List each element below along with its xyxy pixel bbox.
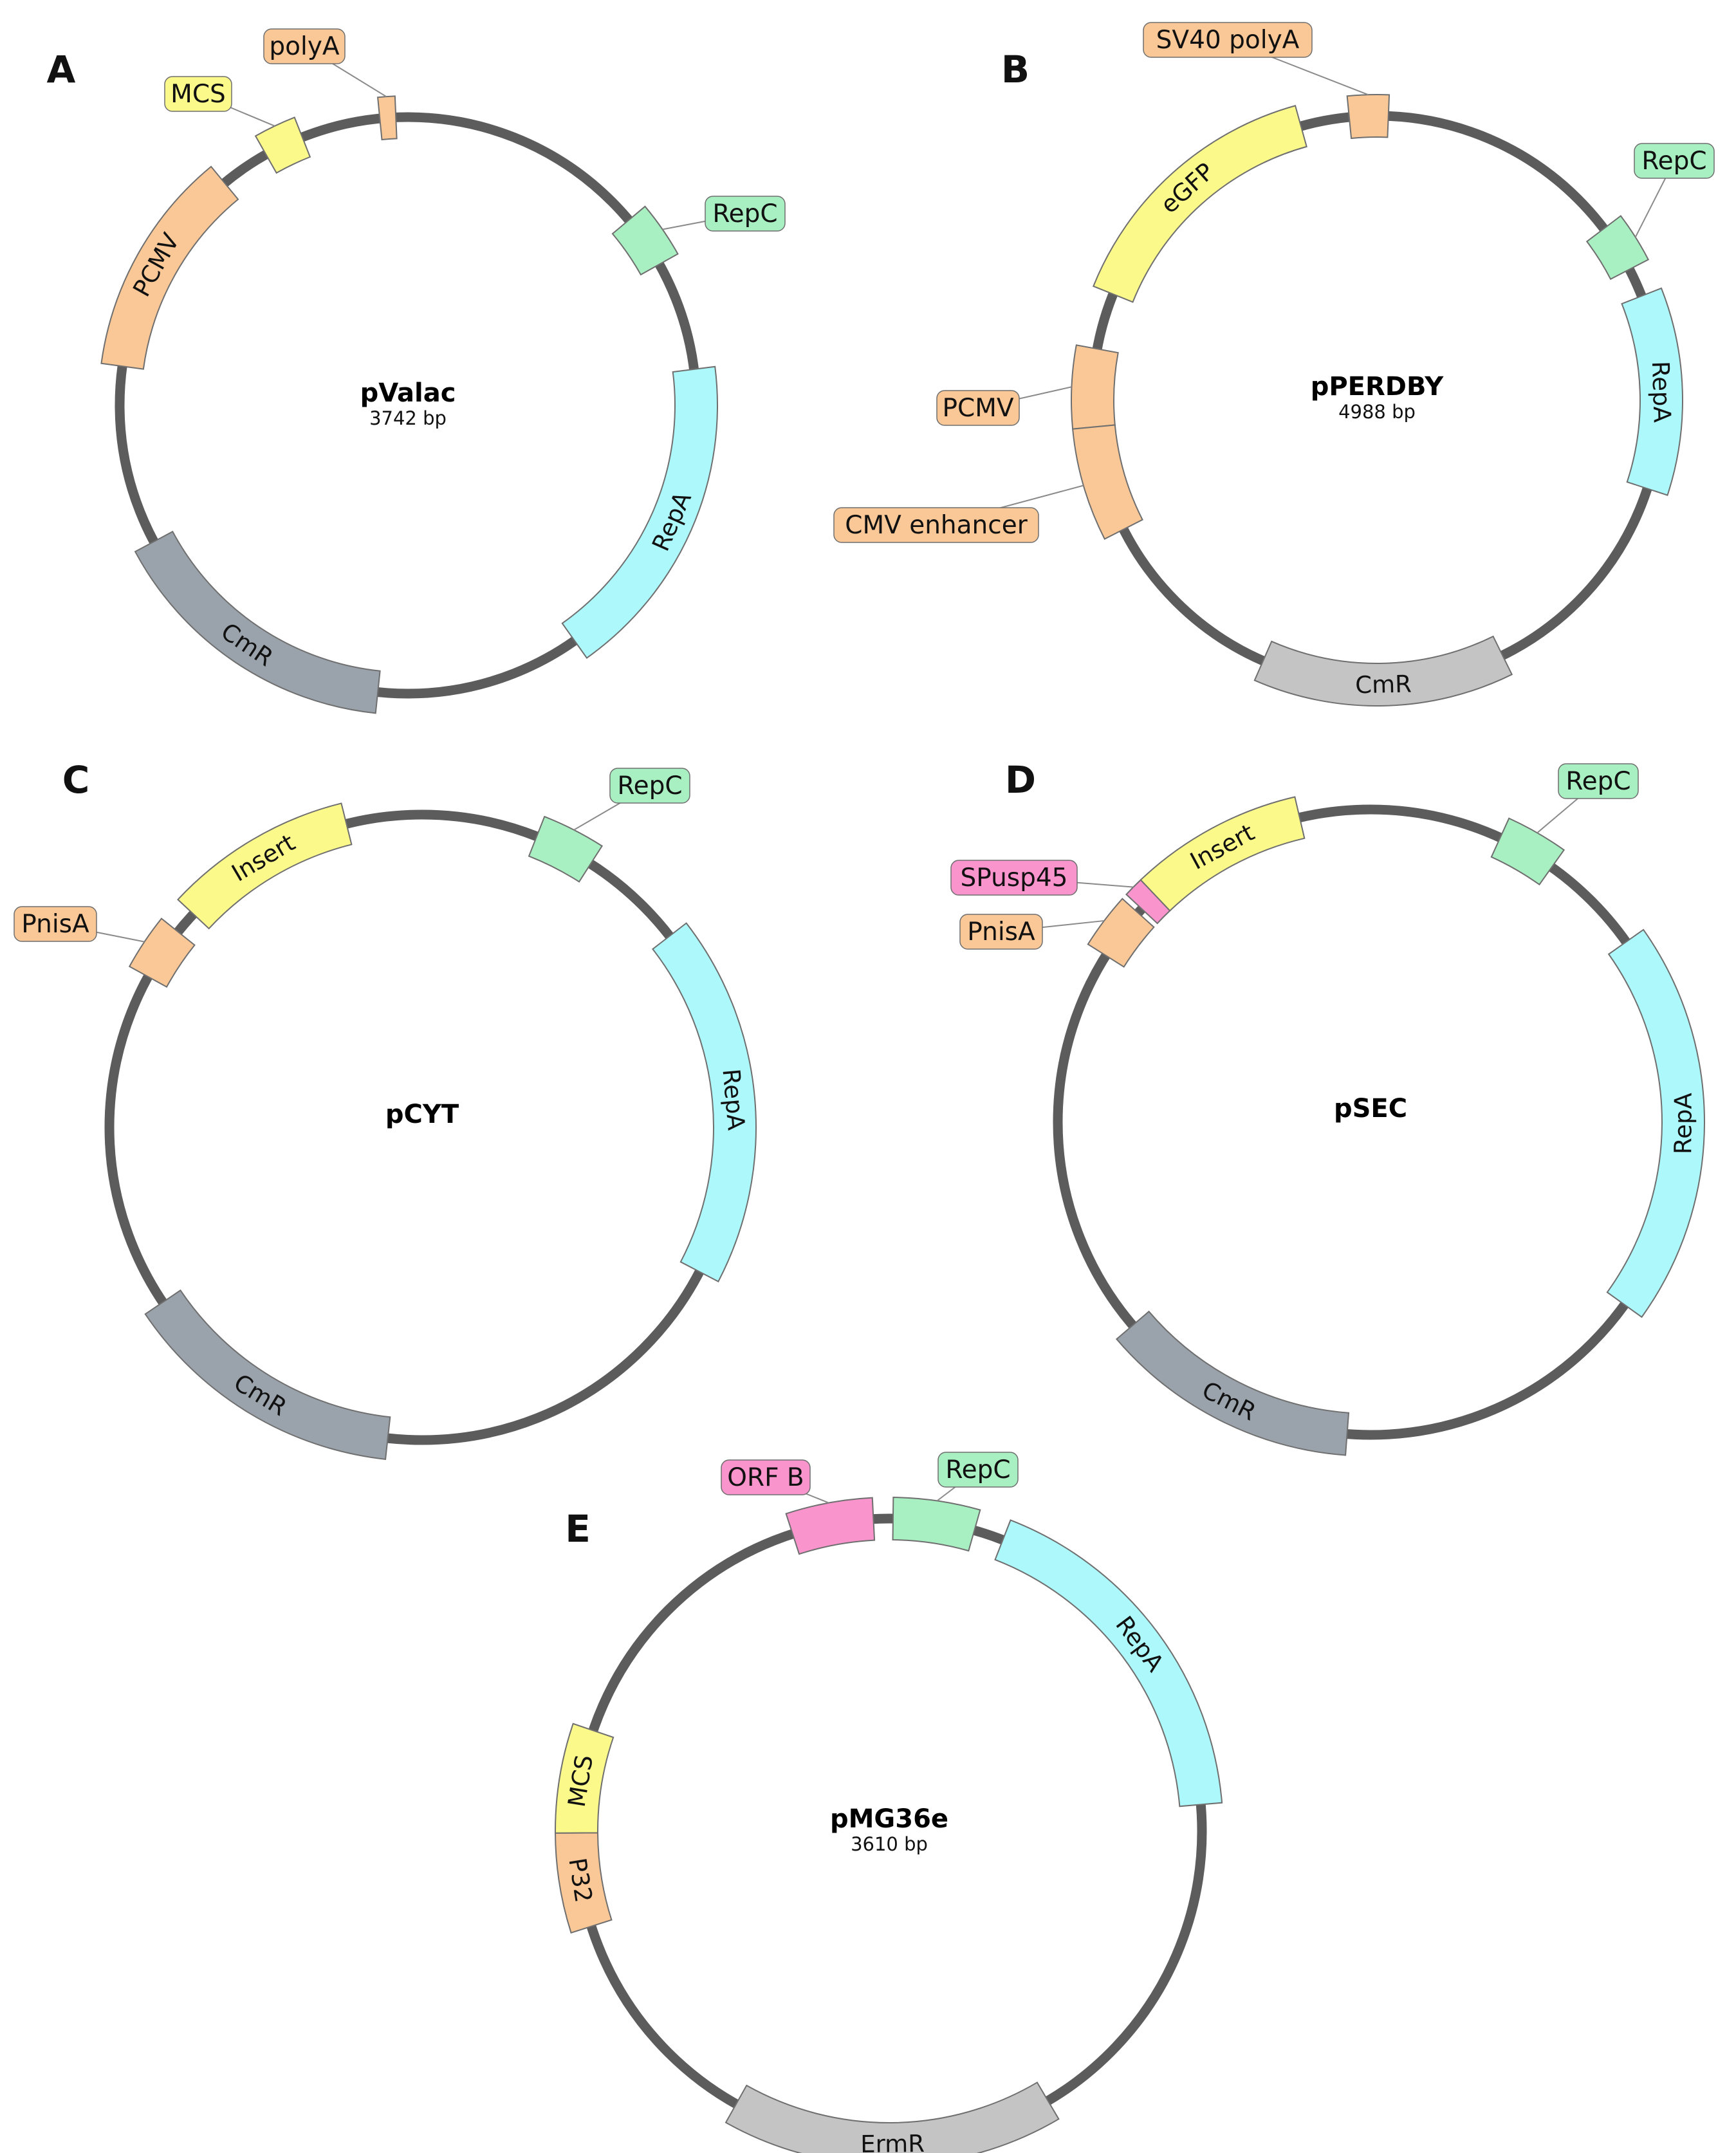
feature-mcs-arc [555,1723,614,1834]
feature-pnisa-arc [128,918,196,988]
feature-repc-arc [528,815,604,883]
feature-label-repa: RepA [1647,360,1676,423]
feature-repa-arc [994,1519,1223,1807]
callout-label-repc: RepC [945,1455,1010,1484]
feature-repc-arc [1490,817,1565,886]
feature-repa-arc [1606,929,1705,1318]
callout-box-repc [937,1452,1019,1488]
plasmid-name-a: pValac [360,378,456,408]
panel-letter-c: C [62,758,90,802]
feature-insert-arc [1140,796,1306,912]
feature-mcs-arc [254,116,311,174]
feature-insert-arc [177,802,353,930]
callout-label-orf-b: ORF B [727,1463,804,1492]
feature-repc-arc [611,205,679,276]
callout-label-sv40-polya: SV40 polyA [1156,26,1300,55]
callout-box-pnisa [14,906,97,942]
panel-letter-d: D [1005,758,1036,802]
panel-letter-b: B [1001,48,1030,91]
feature-label-cmr: CmR [1355,670,1412,699]
callout-box-orf-b [721,1459,811,1495]
feature-pnisa-arc [1087,898,1155,968]
callout-label-cmv-enhancer: CMV enhancer [845,511,1028,540]
callout-label-pcmv: PCMV [942,394,1013,423]
callout-box-sv40-polya [1143,22,1313,58]
callout-box-repc [1634,143,1715,179]
callout-box-pcmv [936,390,1020,426]
callout-label-pnisa: PnisA [21,910,89,939]
plasmid-name-d: pSEC [1334,1094,1407,1123]
panel-letter-a: A [47,48,76,91]
callout-label-repc: RepC [1641,147,1706,176]
callout-box-mcs [164,76,232,112]
callout-label-repc: RepC [712,199,777,228]
panel-letter-e: E [565,1507,591,1551]
feature-label-repa: RepA [717,1067,750,1131]
feature-pcmv-arc [100,165,239,370]
callout-box-cmv-enhancer [833,507,1039,543]
feature-ermr-arc [725,2081,1060,2153]
feature-pcmv-arc [1071,344,1119,430]
feature-repa-arc [1621,287,1683,496]
feature-polya-arc [376,95,398,141]
feature-cmv-enhancer-arc [1072,424,1143,540]
callout-box-repc [1558,763,1639,799]
callout-box-repc [609,768,690,804]
plasmid-name-e: pMG36e [830,1804,948,1834]
feature-repc-arc [892,1497,981,1552]
plasmid-name-b: pPERDBY [1311,372,1445,402]
callout-label-spusp45: SPusp45 [960,864,1067,892]
callout-box-spusp45 [950,860,1078,896]
callout-label-repc: RepC [1565,767,1630,796]
feature-orf-b-arc [785,1497,876,1555]
feature-repa-arc [561,365,718,659]
feature-label-ermr: ErmR [860,2130,925,2153]
feature-repc-arc [1585,215,1650,281]
plasmid-size-a: 3742 bp [369,407,447,429]
feature-cmr-arc [1115,1310,1350,1456]
feature-spusp45-arc [1125,879,1171,925]
feature-egfp-arc [1092,105,1307,303]
plasmid-size-b: 4988 bp [1338,401,1416,423]
callout-label-pnisa: PnisA [967,918,1035,947]
callout-box-repc [705,196,786,232]
callout-box-polya [263,28,346,64]
callout-label-mcs: MCS [171,80,226,109]
callout-box-pnisa [959,914,1043,950]
callout-label-polya: polyA [269,32,340,61]
feature-label-p32: P32 [563,1856,597,1904]
feature-cmr-arc [1253,635,1513,707]
plasmid-size-e: 3610 bp [851,1833,928,1855]
feature-cmr-arc [144,1289,391,1460]
plasmid-name-c: pCYT [385,1100,459,1129]
feature-label-repa: RepA [1669,1093,1697,1154]
feature-sv40-polya-arc [1346,94,1390,140]
callout-label-repc: RepC [617,772,682,800]
feature-repa-arc [652,922,757,1282]
feature-cmr-arc [134,530,381,714]
